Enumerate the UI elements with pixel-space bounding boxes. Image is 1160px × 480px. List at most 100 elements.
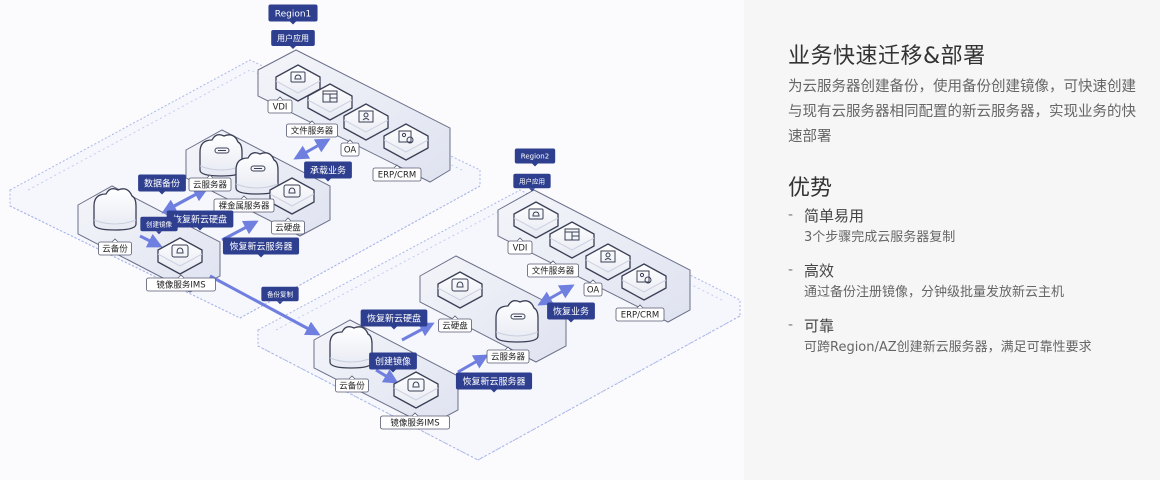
svg-text:恢复新云服务器: 恢复新云服务器: [462, 376, 525, 388]
svg-text:ERP/CRM: ERP/CRM: [621, 311, 659, 321]
backup-tile: [393, 371, 439, 409]
infra-label: 云硬盘: [271, 217, 305, 235]
app-label: VDI: [507, 237, 533, 255]
app-tile: [383, 123, 429, 161]
infra-tile: [495, 300, 539, 343]
advantages-title: 优势: [788, 176, 833, 201]
bare-metal-server-icon: [250, 165, 266, 172]
vdi-icon: [528, 208, 544, 220]
svg-text:OA: OA: [587, 286, 600, 296]
image-service-icon: [171, 244, 189, 258]
diagram-canvas: VDI文件服务器OAERP/CRM云服务器裸金属服务器云硬盘云备份镜像服务IMS…: [9, 4, 741, 461]
scenario-description: 为云服务器创建备份，使用备份创建镜像，可快速创建与现有云服务器相同配置的新云服务…: [788, 79, 1136, 145]
svg-text:VDI: VDI: [513, 244, 528, 254]
dash-bullet: -: [788, 262, 794, 278]
svg-text:恢复新云硬盘: 恢复新云硬盘: [173, 214, 227, 226]
svg-text:备份复制: 备份复制: [267, 289, 294, 298]
app-label: ERP/CRM: [372, 164, 422, 182]
infra-label: 云服务器: [188, 174, 232, 192]
svg-text:裸金属服务器: 裸金属服务器: [218, 201, 270, 212]
infra-tile: [437, 271, 483, 309]
app-tile: [585, 243, 631, 281]
region1-badge: Region1: [268, 4, 318, 25]
backup-replicate-badge: 备份复制: [261, 286, 299, 305]
svg-text:Region2: Region2: [521, 153, 549, 161]
backup-label: 云备份: [98, 238, 132, 256]
restore-disk-badge: 恢复新云硬盘: [360, 309, 428, 330]
app-label: 文件服务器: [527, 260, 579, 278]
region2-badge: Region2: [514, 148, 556, 167]
app-tile: [307, 83, 353, 121]
create-image-badge: 创建镜像: [369, 352, 417, 373]
advantage-desc: 3个步骤完成云服务器复制: [804, 230, 956, 245]
info-panel: 业务快速迁移&部署 为云服务器创建备份，使用备份创建镜像，可快速创建与现有云服务…: [744, 0, 1160, 480]
infra-tile: [235, 152, 279, 195]
restore-disk-arrow-2: [401, 322, 435, 342]
restore-business-badge: 恢复业务: [547, 302, 595, 323]
advantage-title: 高效: [804, 262, 835, 280]
infra-tile: [199, 134, 243, 177]
infra-label: 云硬盘: [438, 315, 472, 333]
app-tile: [621, 263, 667, 301]
region2-app-badge: 用户应用: [513, 173, 551, 192]
data-backup-badge: 数据备份: [138, 174, 186, 195]
app-label: OA: [583, 279, 603, 297]
advantage-item: - 高效 通过备份注册镜像，分钟级批量发放新云主机: [788, 260, 1148, 303]
advantage-title: 可靠: [804, 317, 835, 335]
svg-text:ERP/CRM: ERP/CRM: [378, 171, 416, 181]
app-label: 文件服务器: [286, 120, 338, 138]
app-tile: [549, 221, 595, 259]
app-tile: [343, 103, 389, 141]
svg-text:创建镜像: 创建镜像: [375, 356, 411, 368]
carry-arrow: [293, 138, 331, 160]
backup-replicate-arrow: [209, 274, 321, 336]
svg-text:恢复业务: 恢复业务: [553, 306, 589, 318]
svg-text:云备份: 云备份: [339, 381, 365, 392]
svg-text:文件服务器: 文件服务器: [532, 266, 575, 277]
app-tile: [275, 64, 321, 102]
advantage-item: - 简单易用 3个步骤完成云服务器复制: [788, 205, 1148, 248]
app-tile: [513, 201, 559, 239]
svg-text:VDI: VDI: [273, 103, 288, 113]
app-label: VDI: [267, 96, 293, 114]
app-label: ERP/CRM: [615, 304, 665, 322]
restore-server-arrow-2: [457, 354, 489, 374]
backup-tile: [93, 188, 137, 231]
svg-text:云硬盘: 云硬盘: [442, 321, 468, 332]
carry-business-badge: 承载业务: [304, 161, 352, 182]
dash-bullet: -: [788, 317, 794, 333]
svg-text:云备份: 云备份: [102, 244, 128, 255]
create-image-badge: 创建镜像: [140, 216, 178, 235]
backup-tile: [157, 237, 203, 275]
svg-text:云服务器: 云服务器: [491, 352, 526, 363]
vdi-icon: [290, 71, 306, 83]
oa-icon: [600, 250, 616, 263]
service-labels: VDI文件服务器OAERP/CRM云服务器裸金属服务器云硬盘云备份镜像服务IMS…: [98, 96, 665, 430]
restore-server-badge: 恢复新云服务器: [222, 237, 300, 258]
service-tiles: [93, 64, 667, 409]
file-server-icon: [322, 90, 338, 103]
region1-app-badge: 用户应用: [271, 30, 315, 49]
erp-crm-icon: [636, 270, 652, 284]
flow-badges: Region1用户应用承载业务数据备份恢复新云硬盘创建镜像恢复新云服务器备份复制…: [138, 4, 595, 393]
svg-text:镜像服务IMS: 镜像服务IMS: [390, 418, 439, 429]
file-server-icon: [564, 228, 580, 241]
restore-disk-badge: 恢复新云硬盘: [166, 210, 234, 231]
svg-text:OA: OA: [344, 146, 357, 156]
app-label: OA: [340, 139, 360, 157]
restore-server-arrow-1: [221, 220, 259, 242]
infra-tile: [269, 177, 315, 215]
svg-text:Region1: Region1: [275, 10, 312, 20]
oa-icon: [358, 110, 374, 123]
svg-text:恢复新云硬盘: 恢复新云硬盘: [367, 313, 421, 325]
scenario-title: 业务快速迁移&部署: [788, 44, 986, 69]
restore-server-badge: 恢复新云服务器: [455, 372, 533, 393]
create-image-arrow-2: [375, 368, 399, 384]
infra-label: 云服务器: [486, 346, 530, 364]
svg-text:创建镜像: 创建镜像: [146, 219, 173, 228]
advantages-list: - 简单易用 3个步骤完成云服务器复制 - 高效 通过备份注册镜像，分钟级批量发…: [788, 205, 1148, 370]
svg-text:文件服务器: 文件服务器: [291, 126, 334, 137]
backup-label: 镜像服务IMS: [146, 274, 216, 292]
backup-label: 云备份: [335, 375, 369, 393]
restore-disk-arrow-1: [171, 187, 209, 209]
